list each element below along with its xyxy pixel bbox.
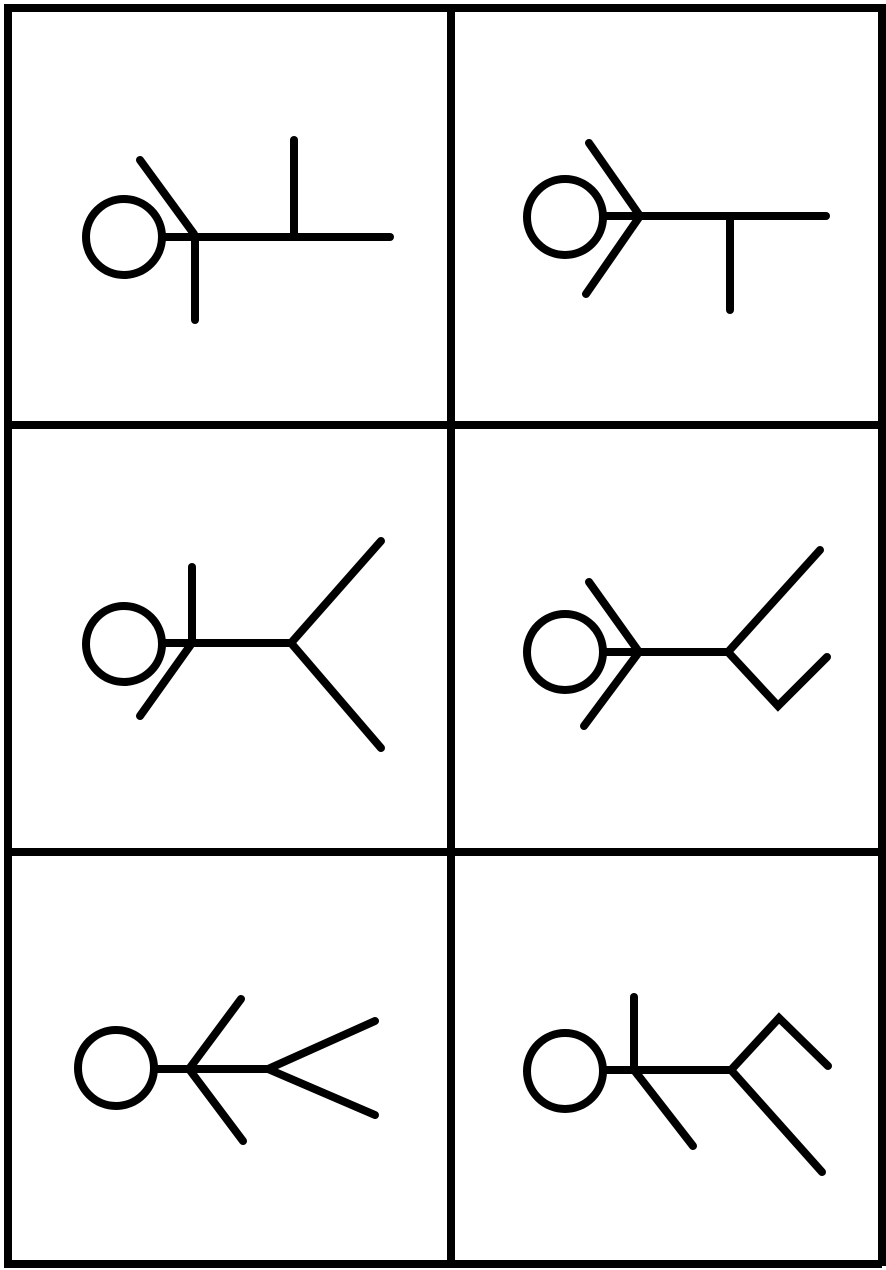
- figure-limb: [185, 995, 245, 1073]
- stick-figure-icon: [82, 537, 385, 752]
- figure-limb: [585, 578, 643, 656]
- stick-figure-icon: [523, 139, 830, 314]
- figure-limb: [727, 1066, 826, 1176]
- figure-limb: [724, 546, 824, 656]
- figure-limb: [585, 139, 644, 220]
- figure-limb: [287, 639, 385, 752]
- figure-limb: [727, 1012, 832, 1074]
- figure-limb: [630, 1066, 697, 1150]
- figure-limb: [724, 648, 831, 712]
- figure-limb: [136, 639, 196, 720]
- figure-limb: [580, 648, 643, 730]
- figure-limb: [287, 537, 385, 647]
- figure-limb: [264, 1065, 379, 1119]
- stick-figure-icon: [523, 546, 831, 730]
- figure-limb: [264, 1017, 379, 1073]
- stick-figure-icon: [74, 995, 379, 1145]
- figure-limb: [582, 212, 644, 298]
- figure-limb: [136, 156, 198, 238]
- figure-limb: [185, 1065, 247, 1145]
- grid-lines: [4, 4, 886, 1268]
- stick-figure-icon: [523, 993, 832, 1176]
- stick-figure-icon: [82, 136, 394, 324]
